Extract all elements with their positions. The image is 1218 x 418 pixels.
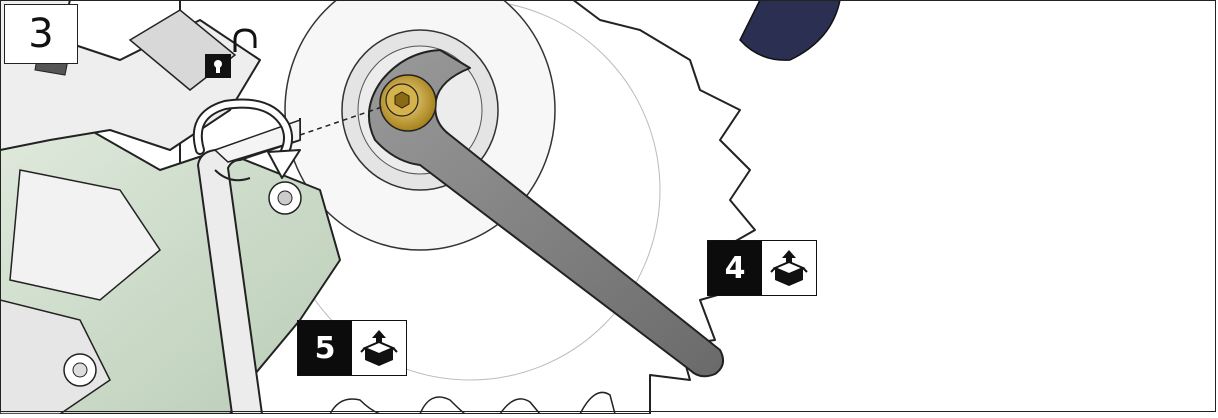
callout-badge-4: 4 xyxy=(707,240,817,296)
flange-bolt-icon xyxy=(380,75,436,131)
callout-number: 5 xyxy=(298,321,352,375)
unboxing-icon xyxy=(352,321,406,375)
unboxing-icon xyxy=(762,241,816,295)
callout-badge-5: 5 xyxy=(297,320,407,376)
callout-number: 4 xyxy=(708,241,762,295)
motor-cap xyxy=(740,0,840,60)
step-number: 3 xyxy=(4,4,78,64)
